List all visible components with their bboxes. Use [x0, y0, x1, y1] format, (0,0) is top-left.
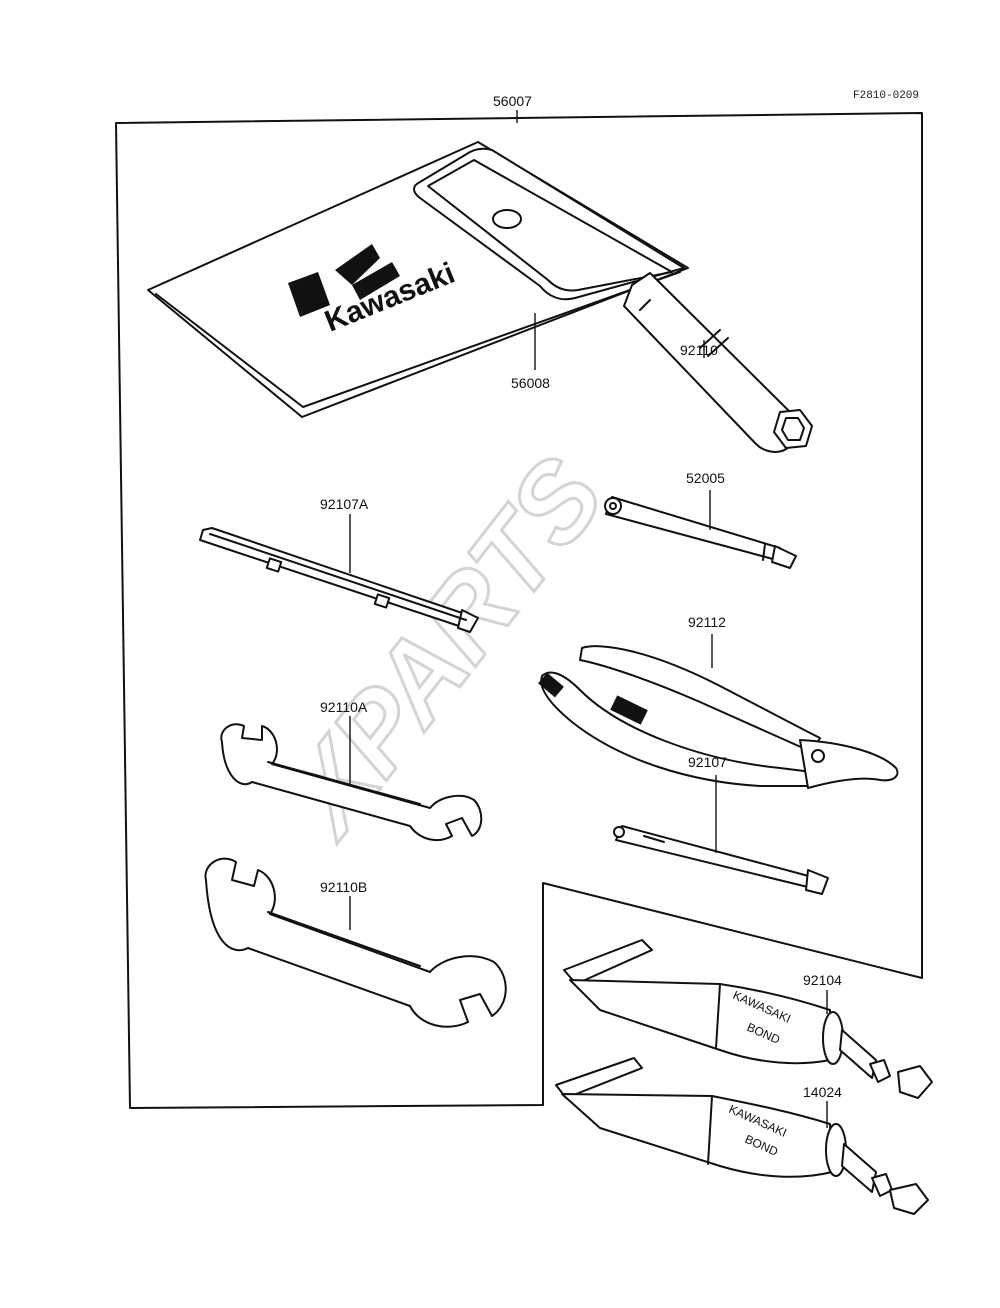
open-end-wrench-b: 92110B [204, 857, 507, 1028]
kit-part-number: 56007 [493, 93, 532, 109]
handle-part-number: 52005 [686, 470, 725, 486]
wrench-handle: 52005 [604, 470, 797, 569]
wrench-b-part-number: 92110B [320, 879, 367, 895]
spark-plug-wrench: 92110 [623, 272, 813, 453]
bond-tube-92104: KAWASAKI BOND 92104 [563, 939, 933, 1099]
screwdriver-long-part-number: 92107A [320, 496, 369, 512]
plug-wrench-part-number: 92110 [680, 342, 718, 358]
pouch-part-number: 56008 [511, 375, 550, 391]
bond-a-part-number: 92104 [803, 972, 842, 988]
screwdriver-long: 92107A [199, 496, 479, 633]
wrench-a-part-number: 92110A [320, 699, 368, 715]
screwdriver-short: 92107 [613, 754, 829, 895]
pliers: 92112 [538, 614, 899, 789]
figure-code: F2810-0209 [853, 90, 919, 102]
kit-boundary [115, 112, 923, 1109]
bond-tube-14024: KAWASAKI BOND 14024 [555, 1057, 929, 1215]
bond-b-part-number: 14024 [803, 1084, 842, 1100]
open-end-wrench-a: 92110A [220, 699, 483, 842]
pliers-part-number: 92112 [688, 614, 726, 630]
tool-pouch: Kawasaki 56008 [147, 141, 689, 418]
screwdriver-short-part-number: 92107 [688, 754, 727, 770]
